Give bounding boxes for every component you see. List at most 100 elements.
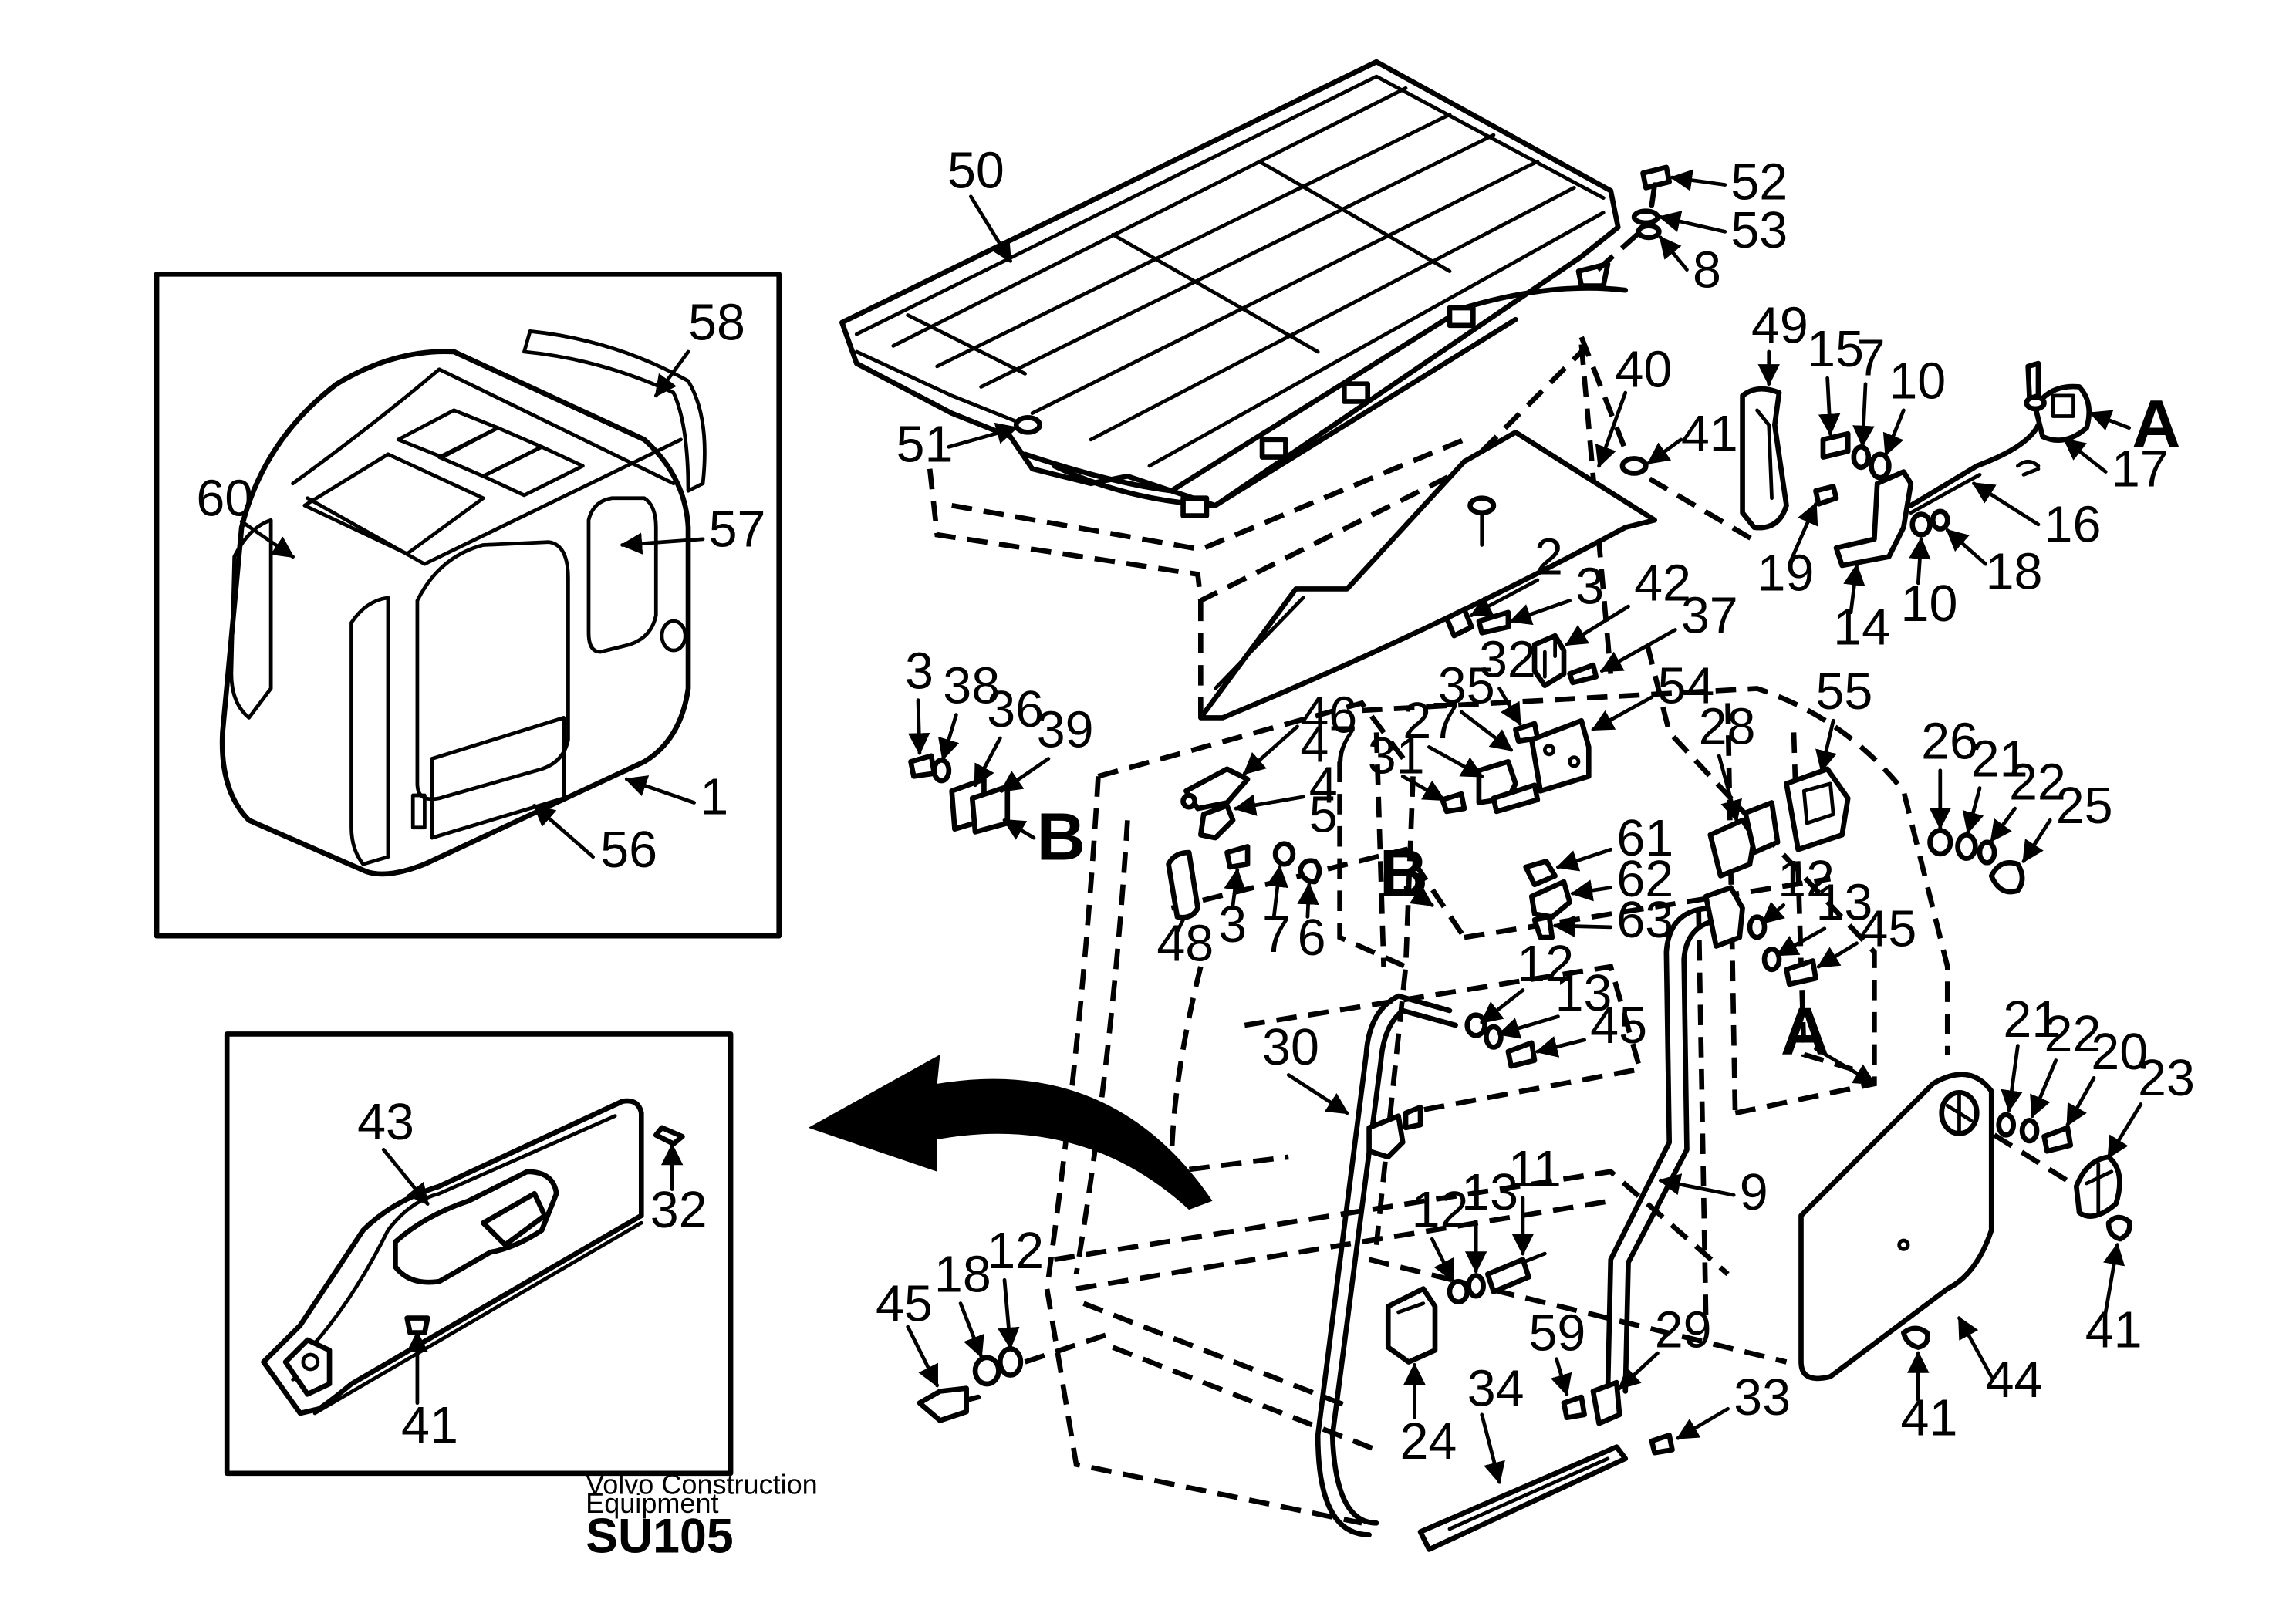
callout-24: 24 bbox=[1400, 1413, 1457, 1470]
callout-13-handrail: 13 bbox=[1555, 965, 1612, 1022]
drawing-code: SU105 bbox=[586, 1509, 733, 1563]
callout-45-rail: 45 bbox=[1859, 901, 1916, 958]
upper-hinge-hardware: 2 3 42 37 bbox=[1443, 528, 1738, 688]
callout-49: 49 bbox=[1751, 298, 1808, 355]
callout-59: 59 bbox=[1528, 1304, 1585, 1362]
rear-cover-panel: 44 21 22 20 23 41 41 A bbox=[1781, 991, 2195, 1446]
detail-pointer-arrow bbox=[808, 1054, 1213, 1210]
callout-3-left: 3 bbox=[905, 643, 934, 700]
callout-50: 50 bbox=[947, 142, 1004, 199]
callout-46: 46 bbox=[1300, 687, 1357, 744]
callout-18-left: 18 bbox=[934, 1246, 991, 1303]
callout-54: 54 bbox=[1657, 657, 1714, 714]
callout-25: 25 bbox=[2056, 778, 2113, 835]
view-marker-b-left: B bbox=[1037, 799, 1086, 875]
callout-28: 28 bbox=[1699, 699, 1756, 756]
callout-44: 44 bbox=[1986, 1352, 2043, 1409]
callout-55: 55 bbox=[1815, 663, 1872, 721]
callout-41-roof: 41 bbox=[1681, 406, 1738, 463]
roof-guard: 50 51 bbox=[839, 59, 1629, 518]
lower-bracket-hardware: 24 12 13 11 bbox=[1385, 1141, 1562, 1470]
handrail-right: 12 13 45 9 29 59 33 bbox=[1528, 851, 1916, 1456]
stopper-hardware: 48 3 7 6 bbox=[1156, 841, 1326, 972]
callout-23: 23 bbox=[2138, 1050, 2195, 1107]
callout-16: 16 bbox=[2044, 497, 2102, 554]
callout-6: 6 bbox=[1298, 910, 1326, 967]
callout-1: 1 bbox=[700, 769, 728, 826]
title-block: Volvo Construction Equipment SU105 bbox=[586, 1468, 818, 1563]
callout-45-left: 45 bbox=[876, 1275, 933, 1332]
callout-47: 47 bbox=[1300, 716, 1357, 773]
callout-36: 36 bbox=[987, 681, 1044, 738]
callout-48: 48 bbox=[1156, 915, 1214, 972]
callout-7-latch: 7 bbox=[1857, 329, 1886, 386]
callout-53: 53 bbox=[1730, 202, 1788, 259]
callout-14: 14 bbox=[1833, 599, 1890, 656]
callout-51: 51 bbox=[896, 416, 954, 473]
callout-52: 52 bbox=[1730, 154, 1788, 211]
callout-15: 15 bbox=[1807, 321, 1864, 378]
callout-37: 37 bbox=[1681, 587, 1738, 644]
publisher-line-1: Volvo Construction bbox=[586, 1468, 818, 1500]
door-catch-assembly: 28 55 bbox=[1699, 663, 1872, 879]
callout-17: 17 bbox=[2112, 441, 2169, 498]
callout-30: 30 bbox=[1262, 1019, 1319, 1076]
callout-5: 5 bbox=[1309, 786, 1338, 843]
callout-10-top: 10 bbox=[1889, 353, 1946, 410]
callout-63: 63 bbox=[1616, 892, 1673, 949]
callout-21-top: 21 bbox=[1971, 731, 2028, 788]
callout-12-handrail: 12 bbox=[1517, 936, 1574, 993]
callout-41-bottom: 41 bbox=[1901, 1389, 1958, 1446]
callout-45-handrail: 45 bbox=[1590, 997, 1647, 1055]
callout-60: 60 bbox=[196, 471, 253, 528]
right-stop-hardware: 26 21 22 25 bbox=[1921, 714, 2113, 895]
callout-13-lower: 13 bbox=[1461, 1164, 1518, 1221]
left-lock-hardware: 3 38 36 39 B bbox=[905, 643, 1094, 874]
callout-38: 38 bbox=[943, 657, 1000, 714]
center-bracket-hardware: 46 47 4 5 bbox=[1180, 687, 1357, 843]
small-catch-hardware: 61 62 63 bbox=[1523, 810, 1673, 949]
callout-61: 61 bbox=[1616, 810, 1673, 867]
callout-12-lower: 12 bbox=[1412, 1182, 1469, 1239]
callout-3-top: 3 bbox=[1575, 558, 1604, 615]
callout-56: 56 bbox=[600, 822, 657, 879]
callout-12-rail: 12 bbox=[1778, 851, 1835, 908]
roof-panel: 40 41 bbox=[1198, 341, 1738, 721]
callout-31: 31 bbox=[1368, 728, 1425, 785]
callout-26: 26 bbox=[1921, 714, 1978, 771]
callout-29: 29 bbox=[1655, 1302, 1712, 1359]
callout-13-rail: 13 bbox=[1815, 874, 1872, 931]
view-marker-a-top: A bbox=[2132, 386, 2180, 461]
callout-40: 40 bbox=[1615, 341, 1672, 398]
callout-35: 35 bbox=[1438, 657, 1495, 714]
callout-8: 8 bbox=[1693, 241, 1721, 299]
callout-33: 33 bbox=[1734, 1369, 1791, 1426]
callout-19: 19 bbox=[1757, 545, 1815, 602]
callout-27: 27 bbox=[1403, 693, 1460, 750]
callout-32-top: 32 bbox=[1479, 631, 1536, 688]
left-mount-bolts: 45 18 12 bbox=[876, 1223, 1114, 1423]
callout-22-right: 22 bbox=[2044, 1006, 2102, 1063]
door-latch-assembly: 49 15 7 10 19 14 10 16 17 A 18 bbox=[1740, 298, 2180, 656]
callout-2: 2 bbox=[1535, 528, 1563, 586]
callout-10-bottom: 10 bbox=[1901, 575, 1958, 633]
callout-41-right: 41 bbox=[2085, 1302, 2142, 1359]
publisher-line-2: Equipment bbox=[586, 1487, 718, 1519]
callout-42: 42 bbox=[1634, 555, 1691, 613]
lock-receiver-hardware: 32 35 54 27 31 B bbox=[1368, 631, 1715, 911]
view-marker-a-right: A bbox=[1781, 994, 1829, 1069]
inset-cab-overview: 58 60 57 56 1 bbox=[154, 272, 782, 939]
callout-22-top: 22 bbox=[2009, 754, 2066, 812]
handrail-left: 30 12 13 45 bbox=[1262, 936, 1647, 1537]
callout-7-center: 7 bbox=[1262, 906, 1291, 964]
callout-34: 34 bbox=[1467, 1360, 1524, 1417]
callout-12-left: 12 bbox=[987, 1223, 1044, 1280]
callout-62: 62 bbox=[1616, 851, 1673, 908]
callout-32-inset: 32 bbox=[650, 1182, 707, 1239]
callout-20: 20 bbox=[2091, 1024, 2148, 1081]
callout-11: 11 bbox=[1508, 1141, 1562, 1198]
inset-panel-detail: 43 32 41 bbox=[224, 1031, 734, 1477]
roof-fasteners: 52 53 8 bbox=[1594, 154, 1788, 299]
